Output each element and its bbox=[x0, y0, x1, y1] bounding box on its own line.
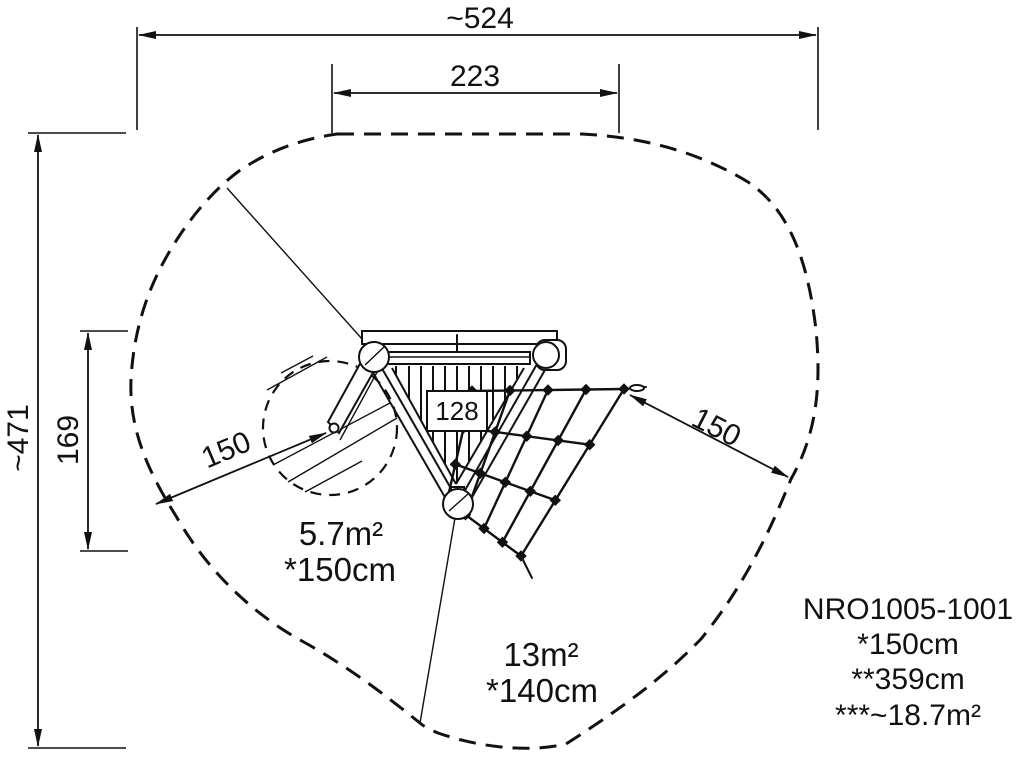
swing-arm bbox=[326, 349, 382, 441]
triangle-frame bbox=[367, 356, 550, 507]
swing-zone-circle bbox=[261, 359, 399, 497]
leader-lines bbox=[226, 187, 457, 724]
inner-width-value: 223 bbox=[450, 60, 500, 93]
platform-structure: 128 bbox=[358, 330, 567, 520]
dimension-overall-height: ~471 bbox=[2, 132, 126, 749]
platform-plate: 128 bbox=[426, 390, 488, 432]
overall-width-value: ~524 bbox=[446, 2, 514, 35]
overall-height-value: ~471 bbox=[2, 404, 35, 472]
zone-left-surface: *150cm bbox=[284, 551, 396, 588]
zone-left-area: 5.7m² bbox=[299, 515, 383, 552]
net-end-fitting bbox=[629, 384, 645, 392]
product-height: *150cm bbox=[857, 628, 959, 661]
leader-bottom bbox=[419, 511, 457, 724]
corner-posts bbox=[358, 339, 567, 520]
post-right bbox=[532, 341, 560, 369]
product-info: NRO1005-1001 *150cm **359cm ***~18.7m² bbox=[803, 593, 1013, 732]
dimension-swing-radius: 150 bbox=[155, 425, 327, 505]
platform-label: 128 bbox=[435, 396, 478, 426]
post-bottom bbox=[442, 488, 474, 520]
safety-area-boundary bbox=[129, 132, 820, 750]
top-beam bbox=[361, 330, 558, 345]
front-rail bbox=[386, 351, 531, 365]
inner-height-value: 169 bbox=[52, 415, 85, 465]
product-max-height: **359cm bbox=[851, 663, 964, 696]
leader-top-left bbox=[226, 187, 372, 350]
safety-area-outline bbox=[129, 132, 820, 750]
net-radius-value: 150 bbox=[687, 401, 747, 453]
dimension-net-radius: 150 bbox=[629, 394, 789, 478]
dimension-inner-width: 223 bbox=[331, 60, 620, 133]
zone-main-label: 13m² *140cm bbox=[486, 636, 598, 709]
product-code: NRO1005-1001 bbox=[803, 593, 1013, 626]
swing-radius-value: 150 bbox=[197, 425, 256, 475]
swing-arm-rope bbox=[339, 364, 382, 441]
zone-main-surface: *140cm bbox=[486, 672, 598, 709]
dimension-inner-height: 169 bbox=[52, 330, 128, 552]
dimension-overall-width: ~524 bbox=[136, 2, 819, 130]
zone-main-area: 13m² bbox=[503, 636, 578, 673]
swing-arm-tip bbox=[328, 422, 340, 434]
product-safety-area: ***~18.7m² bbox=[835, 699, 981, 732]
zone-left-label: 5.7m² *150cm bbox=[284, 515, 396, 588]
